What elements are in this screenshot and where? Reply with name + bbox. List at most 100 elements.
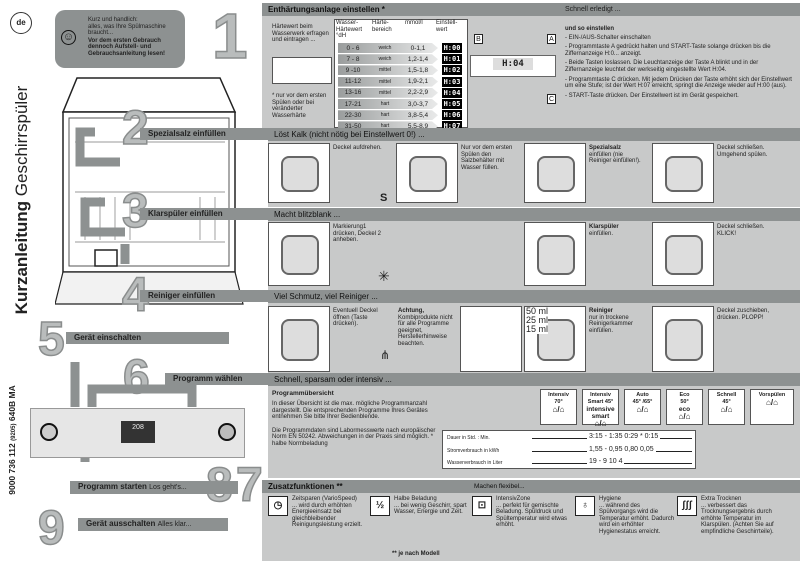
step-text: Deckel schließen. Umgehend spülen. [717,145,775,158]
step-number-5: 5 [37,313,65,366]
step-illustration [268,306,330,372]
range-value: weich [378,45,392,51]
step-number-6: 6 [122,351,150,404]
program-name: Intensiv [548,392,569,398]
mmol-value: 1,9-2,1 [407,78,429,86]
doc-number-small: (9205) [11,423,17,441]
program-5: Vorspülen⌂/⌂ [750,389,794,425]
step7-title: Programm starten [78,482,147,491]
data-row-label: Wasserverbrauch in Liter [447,460,503,466]
howto-step: - Programmtaste A gedrückt halten und ST… [565,44,771,57]
button-label-c: C [547,94,556,104]
program-symbol-icon: ⌂/⌂ [594,419,607,428]
data-row-values: 3:15 - 1:35 0:29 * 0:15 [587,433,661,440]
extra-function-name: IntensivZone [496,496,531,502]
step-text-body: einfüllen. [589,230,614,237]
measure-15ml: 15 ml [526,324,549,334]
program-data-row: Wasserverbrauch in Liter 19 - 9 10 4 [447,458,693,469]
step-text-body: nur in trockene Reinigerkammer einfüllen… [589,314,634,334]
program-symbol-icon: ⌂/⌂ [678,412,691,421]
extra-function-name: Hygiene [599,496,622,502]
panel-display: 208 [121,421,155,443]
program-name: Auto [636,392,649,398]
mmol-value: 0-1,1 [410,44,426,52]
extra-function: Extra Trocknen... verbessert das Trocknu… [701,496,777,536]
step9-title: Gerät ausschalten [86,519,156,528]
setting-value: H:04 [442,87,462,98]
start-button[interactable] [218,423,236,441]
title-rest: Geschirrspüler [12,85,31,197]
clock-speed-icon: ◷ [268,496,288,516]
howto-instructions: und so einstellen - EIN-/AUS-Schalter ei… [565,26,797,102]
step-number-9: 9 [37,502,65,555]
extra-function: IntensivZone... perfekt für gemischte Be… [496,496,572,529]
range-value: hart [380,101,390,107]
illustration-shape [281,156,319,192]
extra-function: Zeitsparen (VarioSpeed)... wird durch er… [292,496,368,529]
program-symbol-icon: ⌂/⌂ [552,405,565,414]
setting-value: H:07 [442,121,462,132]
step-text-body: Deckel zuschieben, drücken. PLOPP! [717,308,770,321]
illustration-shape [537,156,575,192]
extra-function-text: ... während des Spülvorgangs wird die Te… [599,502,675,535]
power-button[interactable] [40,423,58,441]
hardness-input-box[interactable] [272,57,332,84]
program-symbol-icon: ⌂/⌂ [766,398,778,407]
howto-title: und so einstellen [565,26,615,32]
data-row-values: 19 - 9 10 4 [587,458,625,465]
intro-bubble: ☺ Kurz und handlich: alles, was Ihre Spü… [55,10,185,68]
step-illustration [524,222,586,286]
step7-subtitle: Los geht's... [149,484,187,491]
button-label-a: A [547,34,556,44]
extra-function-text: ... verbessert das Trocknungsergebnis du… [701,502,774,535]
mmol-value: 3,8-5,4 [407,111,429,119]
program-name: Eco [679,392,690,398]
mmol-value: 2,2-2,9 [407,89,429,97]
setting-value: H:02 [442,65,462,76]
program-data-table: Dauer in Std. : Min. 3:15 - 1:35 0:29 * 0… [442,430,696,469]
section3-label: Klarspüler einfüllen [140,208,268,220]
step-illustration [652,222,714,286]
extras-body [262,493,800,561]
step-illustration [652,143,714,203]
step6-header: Schnell, sparsam oder intensiv ... [268,373,800,386]
data-row-label: Stromverbrauch in kWh [447,447,500,454]
illustration-shape [409,156,447,192]
data-row-label: Dauer in Std. : Min. [447,435,490,441]
hygiene-icon: ♁ [575,496,595,516]
extras-subtitle: Machen flexibel... [474,483,525,490]
step-text: Nur vor dem ersten Spülen den Salzbehält… [461,145,519,171]
button-label-b: B [474,34,483,44]
section1-header: Enthärtungsanlage einstellen * [262,3,800,16]
program-symbol-icon: ⌂/⌂ [636,405,649,414]
setting-value: H:03 [442,76,462,87]
dosage-marks: 50 ml 25 ml 15 ml [526,307,549,334]
dh-value: 17-21 [344,100,362,108]
table-header-mmol: mmol/l [405,20,423,26]
program-data-note: Die Programmdaten sind Labormesswerte na… [272,427,436,447]
setting-value: H:00 [442,43,462,53]
step7-label: Programm starten Los geht's... [70,481,238,494]
intro-line1: Kurz und handlich: [88,17,138,23]
doc-number: 9000 736 112 [7,443,17,495]
table-header-value: Einstell-wert [436,20,458,33]
program-temp: 45° /65° [632,399,653,405]
program-symbol-icon: ⌂/⌂ [720,405,733,414]
mmol-value: 5,5-8,9 [407,122,429,130]
dh-value: 9 -10 [345,66,361,74]
program-temp: 45° [722,399,731,405]
half-load-icon: ½ [370,496,390,516]
